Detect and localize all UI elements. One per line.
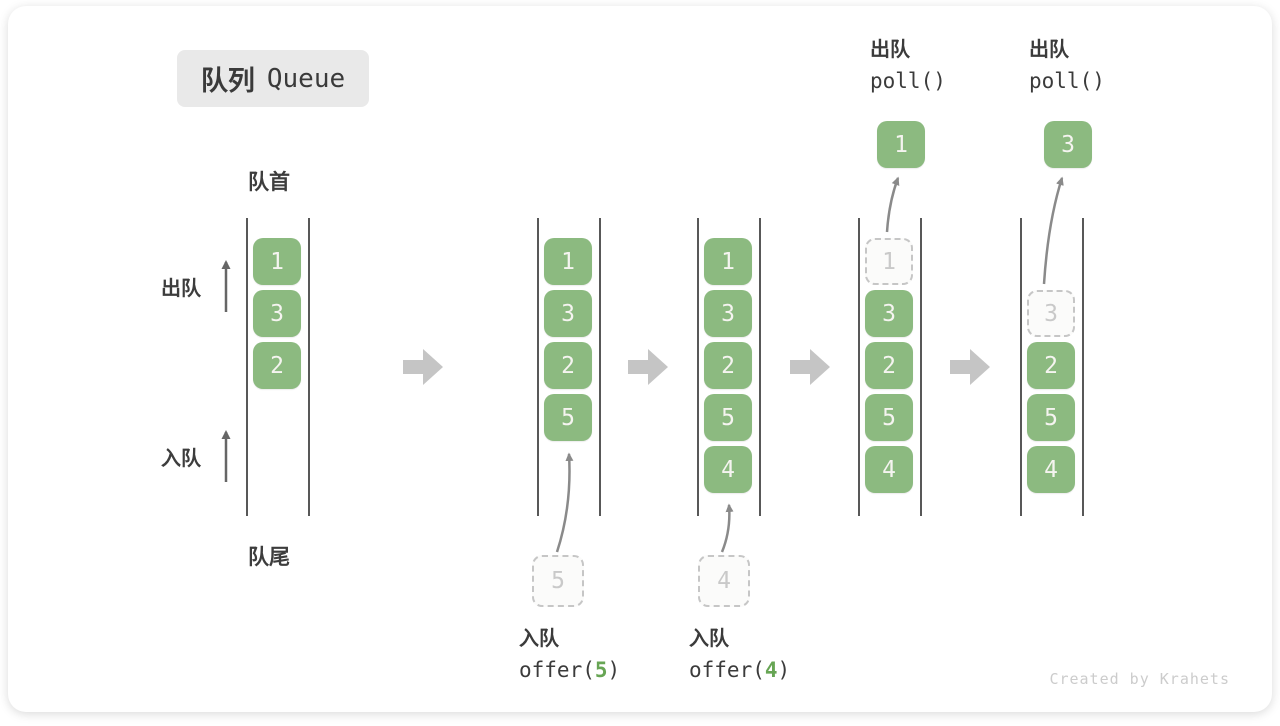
operation-label-4: 出队 poll() <box>870 33 946 93</box>
queue-left-rail-3 <box>697 218 699 516</box>
dequeue-arrow-poll1 <box>885 176 900 233</box>
diagram-canvas: 队列 Queue 队首 队尾 出队 入队 1 3 2 1 3 2 5 5 入队 offer(5) 1… <box>8 6 1272 712</box>
operation-code: poll() <box>870 69 946 93</box>
queue-right-rail-5 <box>1082 218 1084 516</box>
queue-rear-label: 队尾 <box>248 545 290 569</box>
queue-item: 5 <box>704 394 752 441</box>
queue-item: 5 <box>544 394 592 441</box>
enqueue-arrow-offer5 <box>555 452 574 553</box>
arrows-overlay <box>221 176 1064 553</box>
operation-label-5: 出队 poll() <box>1029 33 1105 93</box>
queue-right-rail-4 <box>920 218 922 516</box>
queue-item-removed: 3 <box>1027 290 1075 337</box>
operation-code: offer(4) <box>689 658 791 682</box>
queue-item: 5 <box>1027 394 1075 441</box>
queue-item: 3 <box>253 290 301 337</box>
queue-left-rail-4 <box>858 218 860 516</box>
operation-code: offer(5) <box>519 658 621 682</box>
watermark: Created by Krahets <box>1049 670 1230 688</box>
polled-item: 1 <box>877 121 925 168</box>
title-badge: 队列 Queue <box>177 50 369 107</box>
queue-front-label: 队首 <box>248 170 290 194</box>
enqueue-side-label: 入队 <box>161 446 201 470</box>
queue-item: 2 <box>253 342 301 389</box>
pending-enqueue-item: 5 <box>532 555 584 607</box>
step-arrow-icon-3 <box>790 349 830 385</box>
queue-item: 4 <box>1027 446 1075 493</box>
queue-left-rail-1 <box>246 218 248 516</box>
operation-argument: 5 <box>594 658 608 682</box>
queue-item-removed: 1 <box>865 238 913 285</box>
step-arrow-icon-4 <box>950 349 990 385</box>
queue-item: 3 <box>865 290 913 337</box>
queue-left-rail-2 <box>537 218 539 516</box>
queue-item: 2 <box>865 342 913 389</box>
queue-item: 1 <box>544 238 592 285</box>
queue-item: 2 <box>1027 342 1075 389</box>
queue-item: 2 <box>704 342 752 389</box>
queue-item: 3 <box>704 290 752 337</box>
operation-label-2: 入队 offer(5) <box>519 622 620 682</box>
dequeue-arrow-poll3 <box>1042 176 1064 285</box>
polled-item: 3 <box>1044 121 1092 168</box>
operation-name: 出队 <box>1029 37 1069 61</box>
queue-item: 4 <box>704 446 752 493</box>
queue-left-rail-5 <box>1020 218 1022 516</box>
queue-item: 2 <box>544 342 592 389</box>
dequeue-side-label: 出队 <box>161 276 201 300</box>
queue-item: 3 <box>544 290 592 337</box>
queue-right-rail-3 <box>759 218 761 516</box>
operation-name: 入队 <box>519 626 559 650</box>
queue-right-rail-1 <box>308 218 310 516</box>
step-arrow-icon-2 <box>628 349 668 385</box>
title-chinese: 队列 <box>200 66 255 97</box>
operation-name: 出队 <box>870 37 910 61</box>
queue-right-rail-2 <box>599 218 601 516</box>
queue-item: 1 <box>704 238 752 285</box>
queue-item: 5 <box>865 394 913 441</box>
operation-argument: 4 <box>764 658 778 682</box>
queue-item: 4 <box>865 446 913 493</box>
operation-name: 入队 <box>689 626 729 650</box>
queue-item: 1 <box>253 238 301 285</box>
operation-label-3: 入队 offer(4) <box>689 622 790 682</box>
step-arrow-icon-1 <box>403 349 443 385</box>
operation-code: poll() <box>1029 69 1105 93</box>
enqueue-arrow-offer4 <box>720 503 734 553</box>
title-english: Queue <box>266 63 346 94</box>
pending-enqueue-item: 4 <box>698 555 750 607</box>
